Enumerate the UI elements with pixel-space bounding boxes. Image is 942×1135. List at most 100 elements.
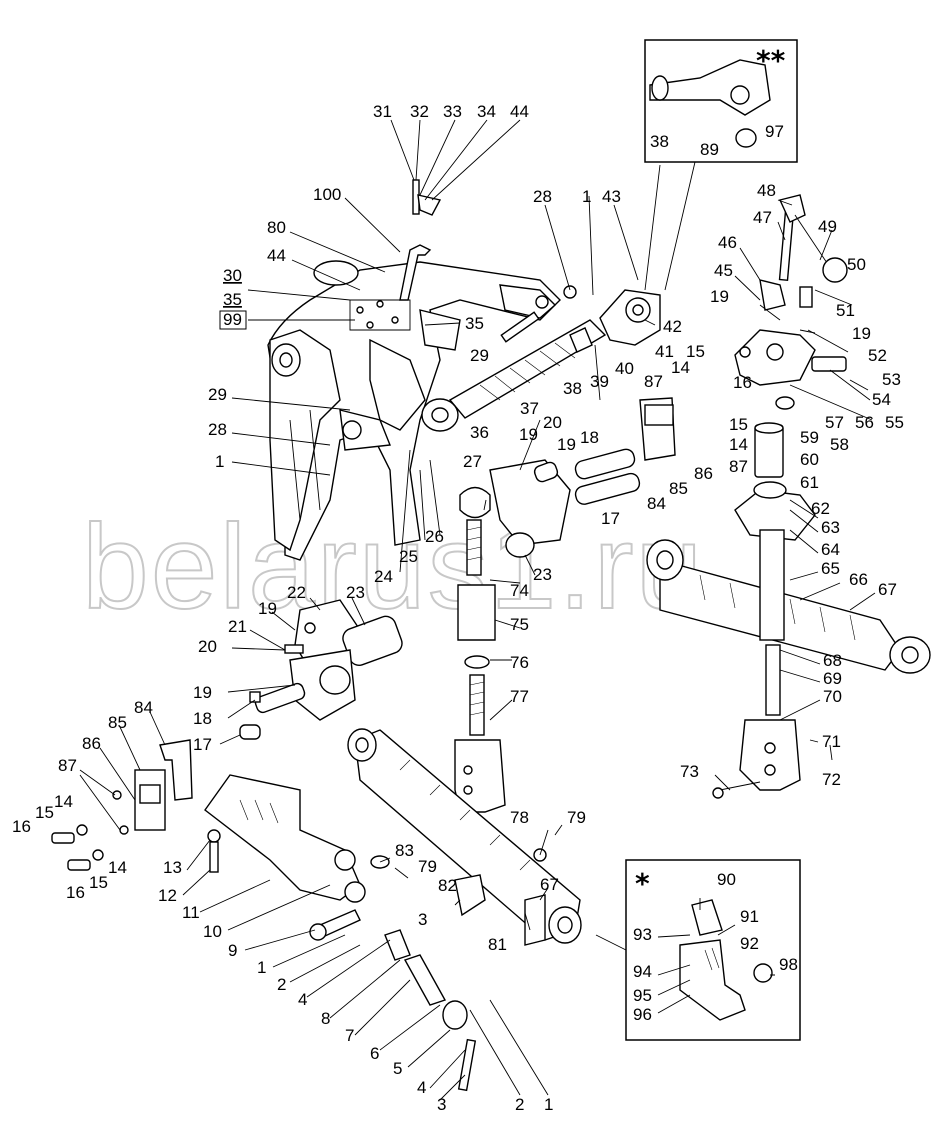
callout-17-left: 17 [193, 735, 212, 754]
inset-label-90: 90 [717, 870, 736, 889]
callout-14-b: 14 [729, 435, 748, 454]
callout-5: 5 [393, 1059, 402, 1078]
callout-40: 40 [615, 359, 634, 378]
callout-67-bottom: 67 [540, 875, 559, 894]
callout-19-right-a: 19 [710, 287, 729, 306]
callout-46: 46 [718, 233, 737, 252]
callout-58: 58 [830, 435, 849, 454]
callout-63: 63 [821, 518, 840, 537]
callout-12: 12 [158, 886, 177, 905]
right-lower-link [646, 481, 931, 799]
callout-3-bottom: 3 [437, 1095, 446, 1114]
callout-16-left-b: 16 [66, 883, 85, 902]
callout-16-a: 16 [733, 373, 752, 392]
right-adjust-housing [734, 194, 848, 478]
callout-86-left: 86 [82, 734, 101, 753]
callout-70: 70 [823, 687, 842, 706]
center-parts [454, 448, 641, 813]
inset-marker-star: * [635, 867, 650, 900]
inset-label-95: 95 [633, 986, 652, 1005]
callout-86-a: 86 [694, 464, 713, 483]
callout-21: 21 [228, 617, 247, 636]
callout-8: 8 [321, 1009, 330, 1028]
callout-15-b: 15 [729, 415, 748, 434]
callout-56: 56 [855, 413, 874, 432]
fasteners-left [51, 622, 390, 871]
callout-87-left: 87 [58, 756, 77, 775]
lower-left-bracket-chain [204, 774, 477, 1092]
callout-38: 38 [563, 379, 582, 398]
callout-16-left-a: 16 [12, 817, 31, 836]
callout-2-bottom-b: 2 [515, 1095, 524, 1114]
callout-32: 32 [410, 102, 429, 121]
left-bracket-parts [239, 599, 403, 740]
bracket-84-86 [134, 397, 676, 831]
callout-20-center: 20 [543, 413, 562, 432]
callout-19-left-b: 19 [193, 683, 212, 702]
inset-label-89: 89 [700, 140, 719, 159]
callout-83: 83 [395, 841, 414, 860]
callout-82: 82 [438, 876, 457, 895]
callout-33: 33 [443, 102, 462, 121]
callout-49: 49 [818, 217, 837, 236]
main-housing [267, 260, 561, 561]
inset-bottom-right: * 90 91 92 93 94 95 96 98 [595, 859, 801, 1041]
callout-13: 13 [163, 858, 182, 877]
callout-24: 24 [374, 567, 393, 586]
callout-80: 80 [267, 218, 286, 237]
callout-79-center: 79 [567, 808, 586, 827]
callout-39: 39 [590, 372, 609, 391]
callout-27: 27 [463, 452, 482, 471]
callout-85-a: 85 [669, 479, 688, 498]
callout-65: 65 [821, 559, 840, 578]
callout-35: 35 [465, 314, 484, 333]
inset-label-97: 97 [765, 122, 784, 141]
callout-15-left-b: 15 [89, 873, 108, 892]
inset-top-right: ** 38 89 97 [644, 39, 798, 291]
upper-link-assembly [421, 285, 661, 432]
callout-50: 50 [847, 255, 866, 274]
callout-19-left-a: 19 [258, 599, 277, 618]
callout-87-b: 87 [729, 457, 748, 476]
callout-87-a: 87 [644, 372, 663, 391]
callout-9: 9 [228, 941, 237, 960]
callout-44-top: 44 [510, 102, 529, 121]
callout-14-left-b: 14 [108, 858, 127, 877]
callout-36: 36 [470, 423, 489, 442]
callout-11: 11 [182, 903, 200, 922]
callout-74: 74 [510, 581, 529, 600]
callout-19-center-a: 19 [519, 425, 538, 444]
callout-15-a: 15 [686, 342, 705, 361]
callout-1-left: 1 [215, 452, 224, 471]
callout-60: 60 [800, 450, 819, 469]
callout-25: 25 [399, 547, 418, 566]
callout-81: 81 [488, 935, 507, 954]
callout-17-center: 17 [601, 509, 620, 528]
callout-71: 71 [822, 732, 841, 751]
callout-54: 54 [872, 390, 891, 409]
callout-45: 45 [714, 261, 733, 280]
inset-label-98: 98 [779, 955, 798, 974]
callout-64: 64 [821, 540, 840, 559]
inset-label-38: 38 [650, 132, 669, 151]
callout-26: 26 [425, 527, 444, 546]
callout-76: 76 [510, 653, 529, 672]
callout-14-left-a: 14 [54, 792, 73, 811]
callout-30: 30 [223, 266, 242, 285]
callout-69: 69 [823, 669, 842, 688]
callout-31: 31 [373, 102, 392, 121]
callout-10: 10 [203, 922, 222, 941]
callout-1-bottom-a: 1 [257, 958, 266, 977]
callout-4-b: 4 [417, 1078, 426, 1097]
callout-6: 6 [370, 1044, 379, 1063]
callout-19-center-b: 19 [557, 435, 576, 454]
inset-label-96: 96 [633, 1005, 652, 1024]
inset-label-92: 92 [740, 934, 759, 953]
callout-18-center: 18 [580, 428, 599, 447]
callout-41: 41 [655, 342, 674, 361]
callout-66: 66 [849, 570, 868, 589]
callout-44: 44 [267, 246, 286, 265]
callout-75: 75 [510, 615, 529, 634]
watermark-text: belarus1.ru [82, 500, 704, 634]
